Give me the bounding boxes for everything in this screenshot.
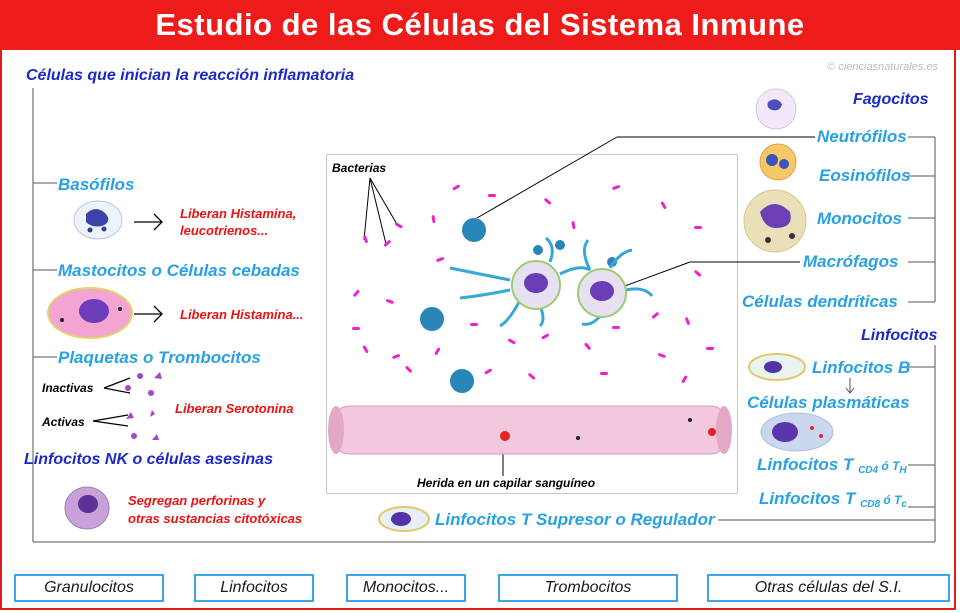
nk-cell-illustration bbox=[64, 486, 110, 530]
left-arrows bbox=[92, 213, 163, 427]
celula-plasmatica-illustration bbox=[760, 412, 834, 452]
page-title: Estudio de las Células del Sistema Inmun… bbox=[155, 7, 805, 42]
plaquetas-illustration bbox=[125, 372, 162, 440]
nav-otras-celulas-button[interactable]: Otras células del S.I. bbox=[707, 574, 950, 602]
left-bracket-lines bbox=[32, 88, 935, 543]
label-monocitos[interactable]: Monocitos bbox=[817, 209, 902, 228]
cd8-mid: ó T bbox=[880, 493, 902, 507]
copyright: © cienciasnaturales.es bbox=[827, 61, 938, 73]
label-linfocitos-cd4[interactable]: Linfocitos T CD4 ó TH bbox=[757, 455, 907, 476]
linfocito-b-cell-illustration bbox=[748, 353, 806, 381]
fagocito-cell-illustration bbox=[755, 88, 797, 130]
nav-trombocitos-button[interactable]: Trombocitos bbox=[498, 574, 678, 602]
plaquetas-note: Liberan Serotonina bbox=[175, 401, 294, 416]
inflammatory-cells-header: Células que inician la reacción inflamat… bbox=[26, 67, 355, 84]
label-linfocitos: Linfocitos bbox=[861, 327, 938, 344]
inflammation-panel bbox=[326, 154, 738, 494]
label-mastocitos[interactable]: Mastocitos o Células cebadas bbox=[58, 261, 300, 280]
label-linfocitos-cd8[interactable]: Linfocitos T CD8 ó Tc bbox=[759, 489, 907, 510]
cd4-prefix: Linfocitos T bbox=[757, 455, 854, 474]
label-dendriticas[interactable]: Células dendríticas bbox=[742, 292, 898, 311]
label-linfocitos-b[interactable]: Linfocitos B bbox=[812, 358, 911, 377]
label-inactivas: Inactivas bbox=[42, 381, 94, 395]
capillary-illustration bbox=[328, 405, 732, 455]
cd4-subscript-2: H bbox=[899, 465, 907, 476]
macrophage-cells bbox=[511, 260, 627, 318]
bacteria-pointer-lines bbox=[363, 136, 815, 476]
label-herida: Herida en un capilar sanguíneo bbox=[417, 476, 596, 490]
cd4-subscript: CD4 bbox=[858, 465, 879, 476]
bacteria-dots bbox=[352, 184, 714, 383]
label-basofilos[interactable]: Basófilos bbox=[58, 175, 135, 194]
nk-note-line1: Segregan perforinas y bbox=[128, 493, 266, 508]
label-plasmaticas[interactable]: Células plasmáticas bbox=[747, 393, 910, 412]
content-frame bbox=[0, 50, 956, 610]
label-fagocitos: Fagocitos bbox=[853, 91, 929, 108]
cd4-mid: ó T bbox=[878, 459, 900, 473]
label-nk[interactable]: Linfocitos NK o células asesinas bbox=[24, 451, 273, 468]
label-macrofagos[interactable]: Macrófagos bbox=[803, 252, 899, 271]
nav-monocitos-button[interactable]: Monocitos... bbox=[346, 574, 466, 602]
label-linfocitos-supresor[interactable]: Linfocitos T Supresor o Regulador bbox=[435, 510, 715, 529]
cd8-subscript-2: c bbox=[901, 499, 907, 510]
nk-note-line2: otras sustancias citotóxicas bbox=[128, 511, 303, 526]
title-bar bbox=[0, 0, 960, 50]
basofilos-note-line1: Liberan Histamina, bbox=[180, 206, 297, 221]
right-bracket-lines bbox=[718, 136, 936, 542]
label-activas: Activas bbox=[42, 415, 85, 429]
label-bacterias: Bacterias bbox=[332, 161, 387, 175]
label-plaquetas[interactable]: Plaquetas o Trombocitos bbox=[58, 348, 261, 367]
cd8-prefix: Linfocitos T bbox=[759, 489, 856, 508]
macrophage-pseudopods bbox=[449, 236, 654, 328]
eosinofilo-cell-illustration bbox=[759, 143, 797, 181]
mastocito-cell-illustration bbox=[47, 287, 133, 339]
basofilo-cell-illustration bbox=[73, 200, 123, 240]
basofilos-note-line2: leucotrienos... bbox=[180, 223, 269, 238]
nav-linfocitos-button[interactable]: Linfocitos bbox=[194, 574, 314, 602]
label-neutrofilos[interactable]: Neutrófilos bbox=[817, 127, 907, 146]
mastocitos-note: Liberan Histamina... bbox=[180, 307, 304, 322]
blue-bacteria-clusters bbox=[420, 218, 617, 393]
cd8-subscript: CD8 bbox=[860, 499, 881, 510]
label-eosinofilos[interactable]: Eosinófilos bbox=[819, 166, 911, 185]
monocito-cell-illustration bbox=[743, 189, 807, 253]
linfocito-supresor-illustration bbox=[378, 506, 430, 532]
nav-granulocitos-button[interactable]: Granulocitos bbox=[14, 574, 164, 602]
